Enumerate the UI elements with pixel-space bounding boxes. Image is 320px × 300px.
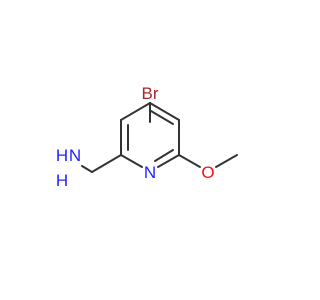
bond-c6-o <box>178 154 201 168</box>
bond-c4-c3 <box>120 102 151 121</box>
atom-nitrogen-ring: N <box>144 163 156 182</box>
bond-c2-n <box>120 154 143 168</box>
bond-c6-n <box>157 154 180 168</box>
atom-amine-hydrogen-2: H <box>56 171 68 190</box>
bond-c4-c5-inner <box>150 110 174 125</box>
atom-bromine: Br <box>142 84 159 103</box>
atom-oxygen: O <box>201 163 214 182</box>
molecule-canvas: Br N O N H H <box>56 84 238 190</box>
bond-o-ch3 <box>215 154 238 168</box>
bond-c2-ch2 <box>91 154 122 173</box>
molecule-structure: Br N O N H H <box>56 84 238 190</box>
bond-c6-n-inner <box>154 149 174 162</box>
atom-amine-nitrogen: N <box>69 146 81 165</box>
atom-amine-hydrogen-1: H <box>56 146 68 165</box>
bond-ch2-nh2 <box>81 165 93 173</box>
bond-c4-c5 <box>149 102 180 121</box>
